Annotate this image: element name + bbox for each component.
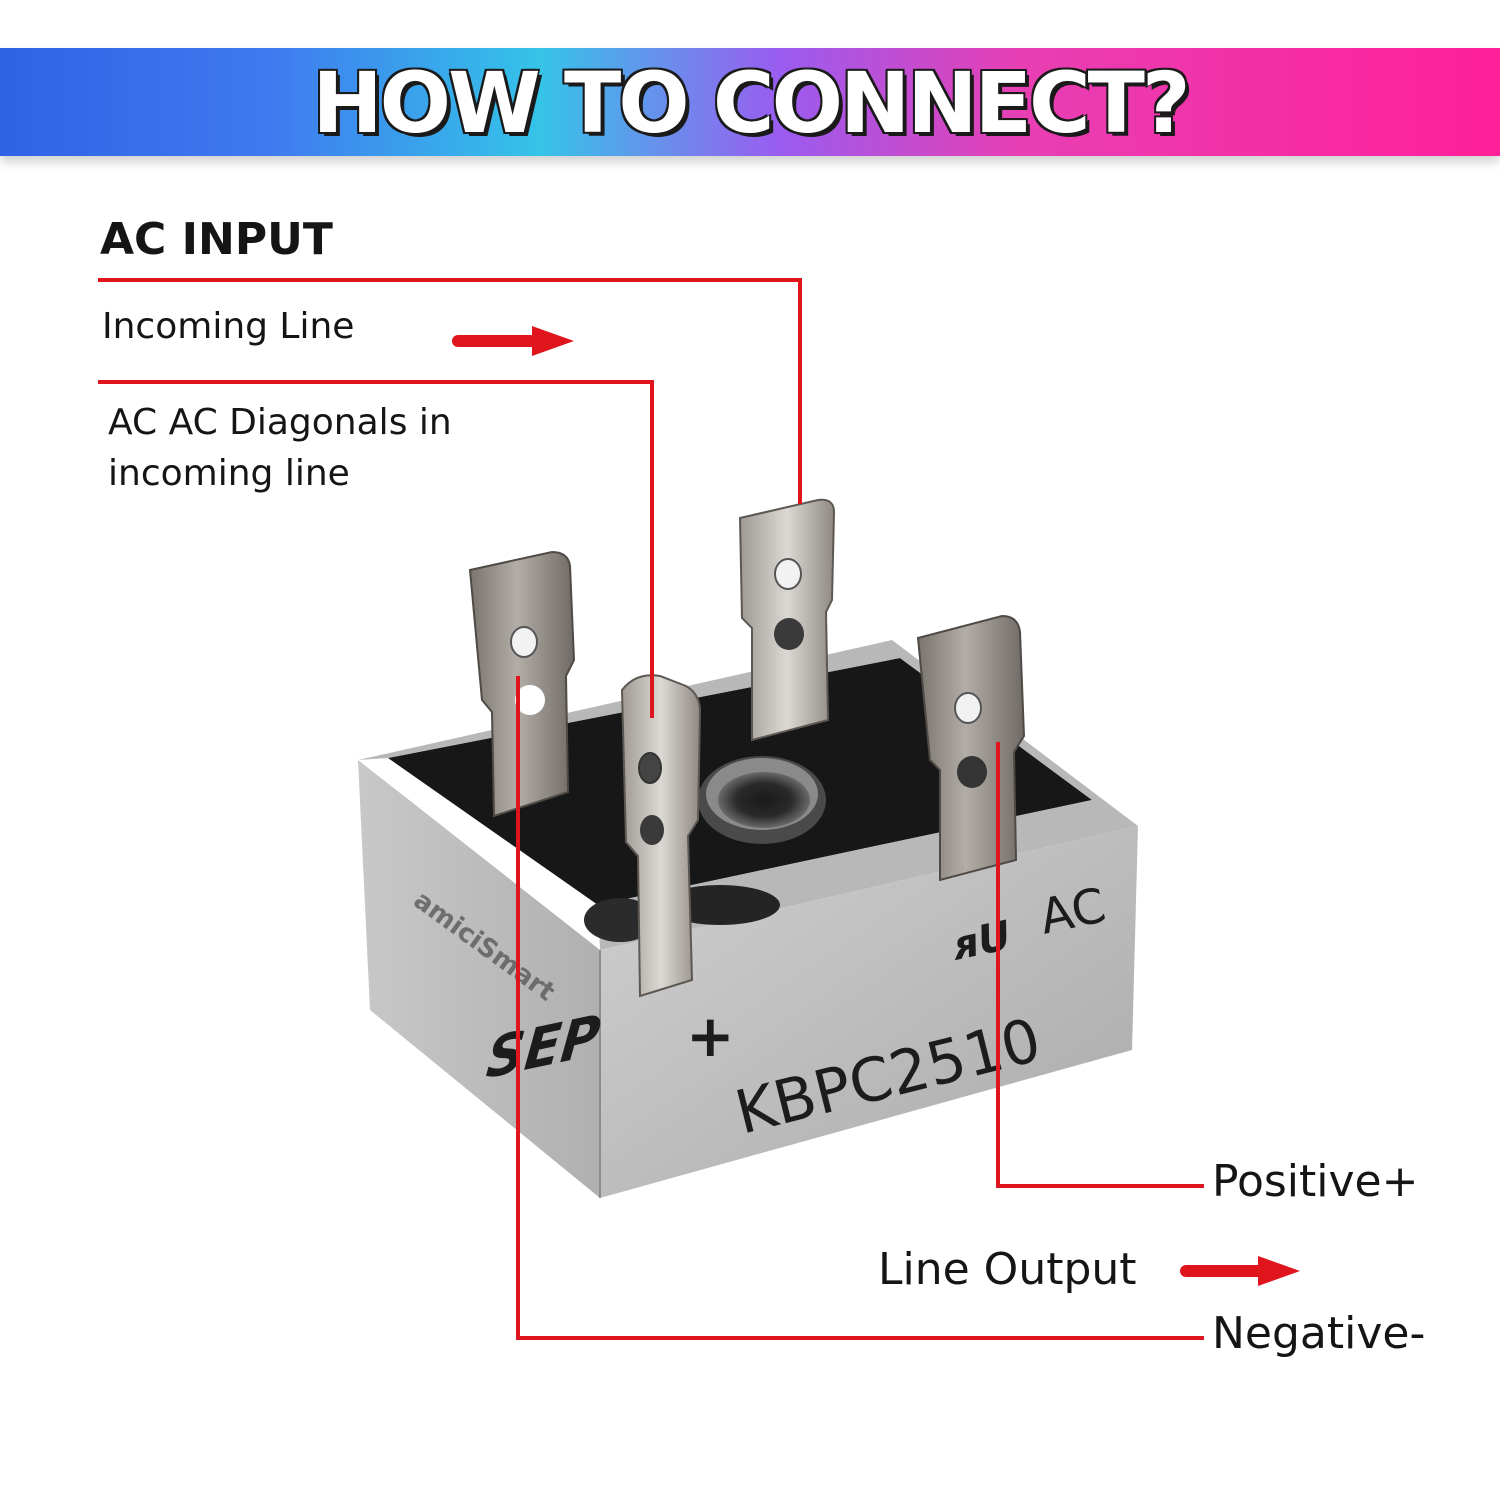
mounting-hole xyxy=(718,772,810,828)
plus-mark: + xyxy=(686,1002,735,1070)
arrow-icon xyxy=(452,326,574,356)
ac-mark: AC xyxy=(1035,877,1111,945)
callout-ac-diagonal xyxy=(98,380,654,718)
ac-input-heading: AC INPUT xyxy=(100,214,333,265)
positive-label: Positive+ xyxy=(1212,1156,1419,1207)
ac-diagonals-label-line2: incoming line xyxy=(108,453,350,494)
ac-diagonals-label-line1: AC AC Diagonals in xyxy=(108,402,452,443)
terminal-front xyxy=(620,674,702,998)
arrow-icon xyxy=(1180,1256,1300,1286)
terminal-back xyxy=(738,498,836,742)
negative-label: Negative- xyxy=(1212,1308,1426,1359)
callout-ac-input xyxy=(98,278,802,504)
header-banner xyxy=(0,48,1500,156)
page-title: HOW TO CONNECT? xyxy=(312,54,1190,152)
rectifier-body xyxy=(358,640,1138,1198)
terminal-left xyxy=(468,550,576,818)
line-output-label: Line Output xyxy=(878,1244,1137,1295)
left-face xyxy=(358,760,600,1198)
callout-lines xyxy=(98,278,1204,1340)
incoming-line-label: Incoming Line xyxy=(102,306,355,347)
callout-positive xyxy=(996,742,1204,1188)
callout-negative xyxy=(516,676,1204,1340)
